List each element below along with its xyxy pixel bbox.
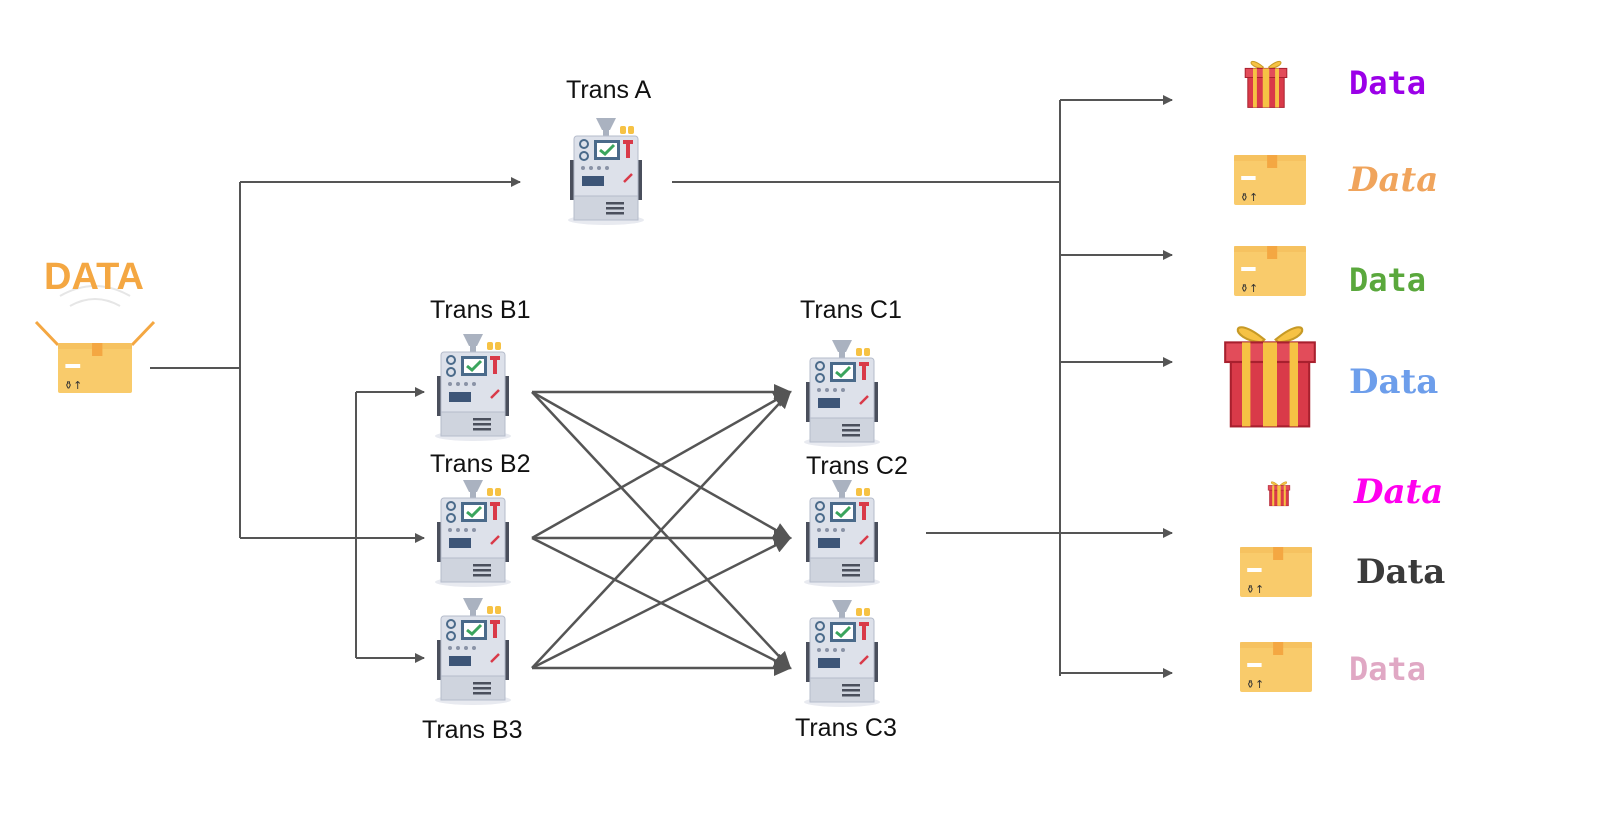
source-data-label: DATA xyxy=(44,256,144,298)
b3-to-c2-line xyxy=(531,536,792,670)
output-2-box-icon: ⚱↑ xyxy=(1234,155,1306,205)
output-3-box-icon: ⚱↑ xyxy=(1234,246,1306,296)
source-open-box-icon xyxy=(34,285,156,347)
output-5-gift-icon xyxy=(1267,481,1291,507)
output-1-label: Data xyxy=(1349,64,1427,102)
trans-b2-machine-icon xyxy=(435,480,511,587)
trans-a-machine-icon xyxy=(568,118,644,225)
output-6-label: Data xyxy=(1356,552,1446,592)
trans-c1-label: Trans C1 xyxy=(800,296,902,324)
svg-text:⚱↑: ⚱↑ xyxy=(1246,678,1264,691)
output-3-label: Data xyxy=(1349,261,1427,299)
svg-text:⚱↑: ⚱↑ xyxy=(1240,191,1258,204)
trans-c3-machine-icon xyxy=(804,600,880,707)
trans-a-label: Trans A xyxy=(566,76,652,104)
trans-b2-label: Trans B2 xyxy=(430,450,531,478)
output-5-label: Data xyxy=(1354,472,1444,512)
trans-b3-machine-icon xyxy=(435,598,511,705)
output-6-box-icon: ⚱↑ xyxy=(1240,547,1312,597)
b3-to-c1-line xyxy=(531,390,792,669)
svg-text:⚱↑: ⚱↑ xyxy=(1240,282,1258,295)
trans-b1-machine-icon xyxy=(435,334,511,441)
output-4-gift-icon xyxy=(1224,326,1316,428)
trans-c1-machine-icon xyxy=(804,340,880,447)
trans-c2-machine-icon xyxy=(804,480,880,587)
svg-text:⚱↑: ⚱↑ xyxy=(1246,583,1264,596)
output-4-label: Data xyxy=(1349,362,1439,402)
output-7-box-icon: ⚱↑ xyxy=(1240,642,1312,692)
trans-b1-label: Trans B1 xyxy=(430,296,531,324)
source-box-icon: ⚱↑ xyxy=(58,343,132,393)
svg-text:⚱↑: ⚱↑ xyxy=(64,379,82,392)
trans-c3-label: Trans C3 xyxy=(795,714,897,742)
trans-c2-label: Trans C2 xyxy=(806,452,908,480)
trans-b3-label: Trans B3 xyxy=(422,716,523,744)
output-2-label: Data xyxy=(1349,160,1439,200)
b2-to-c1-line xyxy=(531,390,792,540)
output-1-gift-icon xyxy=(1244,60,1288,108)
output-7-label: Data xyxy=(1349,650,1427,688)
